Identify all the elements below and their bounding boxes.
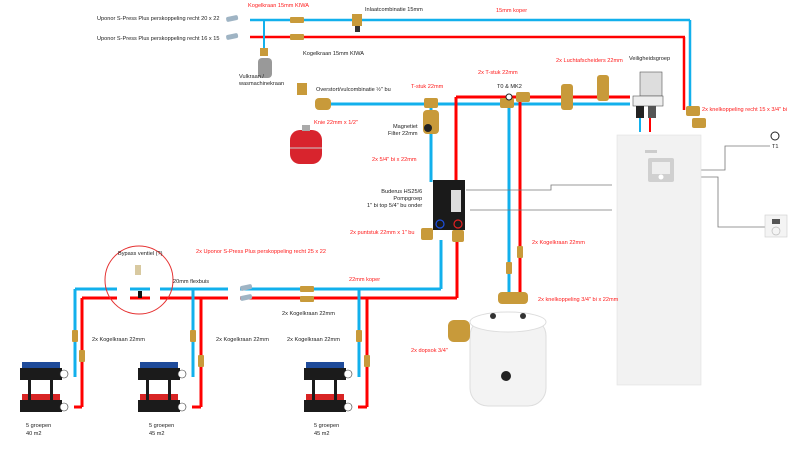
label-kogelkraan-22-group1: 2x Kogelkraan 22mm	[92, 337, 145, 343]
luchtafscheider-icon	[597, 75, 609, 101]
label-inlaatcombinatie: Inlaatcombinatie 15mm	[365, 7, 423, 13]
manifold-1-area: 40 m2	[26, 431, 42, 437]
label-uponor-16x15: Uponor S-Press Plus perskoppeling recht …	[97, 36, 220, 42]
bypass-valve-icon	[135, 265, 141, 275]
manifold-icons	[20, 362, 353, 412]
label-buderus: Buderus HS25/6 Pompgroep 1" bi top 5/4" …	[367, 189, 423, 209]
label-veiligheidsgroep: Veiligheidsgroep	[629, 56, 671, 62]
label-knie: Knie 22mm x 1/2"	[314, 120, 358, 126]
manifold-3-area: 45 m2	[314, 431, 330, 437]
label-luchtafscheiders: 2x Luchtafscheiders 22mm	[556, 58, 623, 64]
label-22mm-koper: 22mm koper	[349, 277, 381, 283]
knelkoppeling-icon	[498, 292, 528, 304]
label-15mm-koper: 15mm koper	[496, 8, 528, 14]
label-flexbuis: 20mm flexbuis	[173, 279, 210, 285]
manifold-2	[138, 362, 187, 412]
label-knelkoppeling-34: 2x knelkoppeling 3/4" bi x 22mm	[538, 297, 619, 303]
manifold-3	[304, 362, 353, 412]
uponor-coupling-icons	[226, 15, 253, 301]
buffer-tank-icon	[469, 311, 547, 407]
sensor-t0-icon	[505, 93, 513, 101]
veiligheidsgroep-icon	[632, 71, 664, 118]
label-dopsok: 2x dopsok 3/4"	[411, 348, 448, 354]
t-stuk-icon	[424, 98, 438, 108]
label-t-stuk: T-stuk 22mm	[411, 84, 444, 90]
manifold-2-area: 45 m2	[149, 431, 165, 437]
sensor-t1-icon	[770, 131, 780, 141]
label-uponor-20x22: Uponor S-Press Plus perskoppeling recht …	[97, 16, 220, 22]
overstort-icon	[297, 83, 307, 95]
label-kogelkraan-22-group2: 2x Kogelkraan 22mm	[216, 337, 269, 343]
bypass-highlight-circle	[104, 245, 174, 315]
luchtafscheider-icon	[561, 84, 573, 110]
puntstuk-icon	[421, 228, 433, 240]
label-t0-mk2: T0 & MK2	[497, 84, 522, 90]
pipes-15mm	[250, 18, 692, 110]
heat-pump-unit-icon	[616, 134, 702, 386]
label-knelkoppeling-15: 2x knelkoppeling recht 15 x 3/4" bi	[702, 107, 788, 113]
label-overstort: Overstort/vulcombinatie ½" bu	[316, 87, 391, 93]
manifold-3-groups: 5 groepen	[314, 423, 340, 429]
label-kogelkraan-22-group3: 2x Kogelkraan 22mm	[287, 337, 340, 343]
label-kogelkraan-22-right: 2x Kogelkraan 22mm	[532, 240, 585, 246]
ball-valve-icons	[72, 17, 523, 367]
label-uponor-25x22: 2x Uponor S-Press Plus perskoppeling rec…	[196, 249, 326, 255]
label-t1: T1	[772, 144, 779, 150]
label-kogelkraan-22-mid: 2x Kogelkraan 22mm	[282, 311, 335, 317]
inlaatcombinatie-icon	[352, 14, 362, 32]
label-puntstuk: 2x puntstuk 22mm x 1" bu	[350, 230, 415, 236]
vulkraan-icon	[258, 48, 272, 78]
puntstuk-icon	[452, 230, 464, 242]
expansion-vessel-icon	[290, 125, 322, 164]
knie-icon	[315, 98, 331, 110]
label-bi-x-22mm: 2x 5/4" bi x 22mm	[372, 157, 417, 163]
knelkoppeling-icon	[692, 118, 706, 128]
pompgroep-icon	[433, 180, 465, 230]
label-kogelkraan-15mm-bottom: Kogelkraan 15mm KIWA	[303, 51, 365, 57]
label-bypass: Bypass ventiel (?)	[118, 251, 163, 257]
knelkoppeling-icon	[686, 106, 700, 116]
manifold-1-groups: 5 groepen	[26, 423, 52, 429]
t-stuk-icon	[516, 92, 530, 102]
label-magnetiet-filter: Magnetiet Filter 22mm	[388, 124, 418, 137]
room-thermostat-icon	[764, 214, 788, 238]
label-2x-t-stuk: 2x T-stuk 22mm	[478, 70, 518, 76]
label-kogelkraan-15mm-top: Kogelkraan 15mm KIWA	[248, 3, 310, 9]
manifold-1	[20, 362, 69, 412]
t-stuk-icon	[500, 98, 514, 108]
dopsok-icon	[448, 320, 470, 342]
manifold-2-groups: 5 groepen	[149, 423, 175, 429]
label-vulkraan: Vulkraan / wasmachinekraan	[239, 74, 285, 87]
